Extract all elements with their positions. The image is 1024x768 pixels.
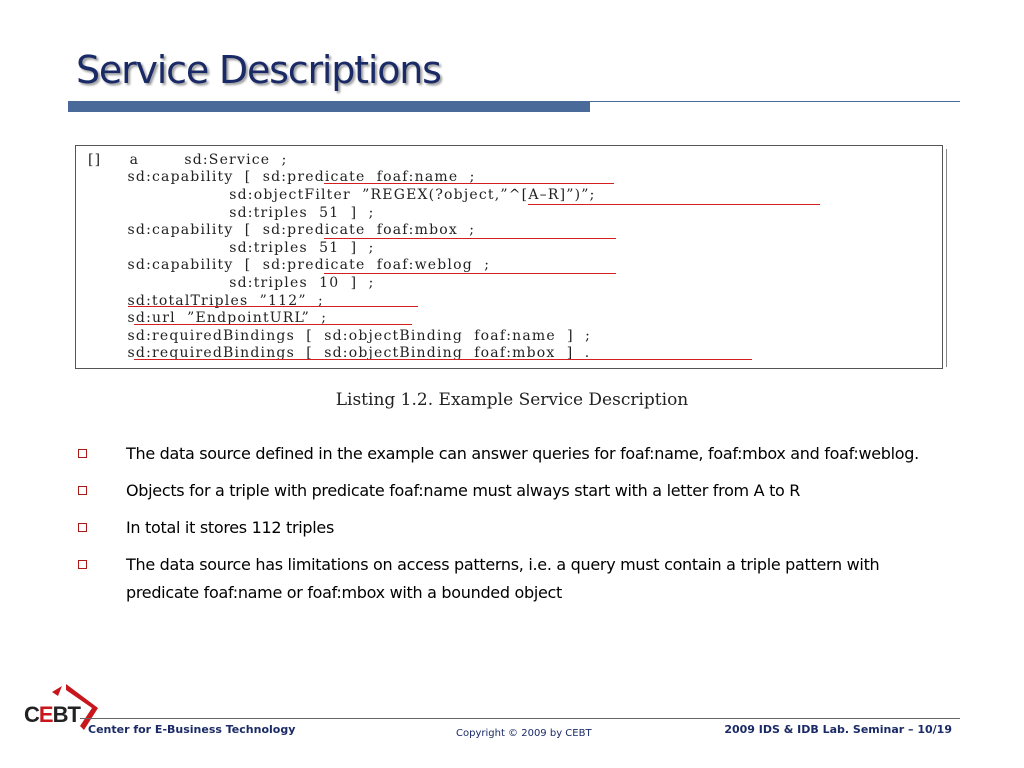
highlight-underline	[324, 238, 616, 239]
bullet-text: The data source has limitations on acces…	[126, 555, 880, 602]
bullet-list: The data source defined in the example c…	[76, 440, 956, 616]
bullet-item: Objects for a triple with predicate foaf…	[76, 477, 956, 505]
footer-organization: Center for E-Business Technology	[88, 723, 296, 736]
highlight-underline	[134, 359, 752, 360]
square-bullet-icon	[78, 523, 87, 532]
footer-page-number: 2009 IDS & IDB Lab. Seminar – 10/19	[724, 723, 952, 736]
listing-caption: Listing 1.2. Example Service Description	[0, 390, 1024, 410]
logo-letter-c: C	[24, 702, 40, 727]
logo-wordmark: CEBT	[24, 702, 81, 728]
code-listing: [] a sd:Service ; sd:capability [ sd:pre…	[75, 145, 947, 369]
code-line: sd:capability [ sd:predicate foaf:name ;	[88, 169, 476, 185]
code-line: sd:capability [ sd:predicate foaf:mbox ;	[88, 222, 476, 238]
title-rule-thin	[590, 101, 960, 102]
highlight-underline	[324, 273, 616, 274]
bullet-text: In total it stores 112 triples	[126, 518, 335, 537]
bullet-item: The data source has limitations on acces…	[76, 551, 956, 607]
square-bullet-icon	[78, 449, 87, 458]
highlight-underline	[134, 324, 412, 325]
code-line: sd:capability [ sd:predicate foaf:weblog…	[88, 257, 491, 273]
code-line: sd:objectFilter ”REGEX(?object,”^[A–R]”)…	[88, 187, 596, 203]
slide-title: Service Descriptions	[76, 48, 442, 92]
code-line: sd:totalTriples ”112” ;	[88, 293, 324, 309]
footer-copyright: Copyright © 2009 by CEBT	[456, 728, 592, 739]
title-rule-thick	[68, 101, 590, 112]
code-line: [] a sd:Service ;	[88, 152, 288, 168]
bullet-text: The data source defined in the example c…	[126, 444, 919, 463]
code-line: sd:triples 51 ] ;	[88, 205, 375, 221]
bullet-item: The data source defined in the example c…	[76, 440, 956, 468]
code-line: sd:requiredBindings [ sd:objectBinding f…	[88, 328, 592, 344]
caption-label: Listing 1.2.	[335, 390, 434, 410]
logo-letters-bt: BT	[52, 702, 81, 727]
code-line: sd:triples 51 ] ;	[88, 240, 375, 256]
footer-divider	[80, 718, 960, 719]
highlight-underline	[324, 183, 614, 184]
highlight-underline	[128, 306, 418, 307]
code-line: sd:url ”EndpointURL” ;	[88, 310, 328, 326]
square-bullet-icon	[78, 486, 87, 495]
logo-letter-e: E	[38, 702, 54, 727]
code-line: sd:requiredBindings [ sd:objectBinding f…	[88, 345, 591, 361]
square-bullet-icon	[78, 560, 87, 569]
bullet-text: Objects for a triple with predicate foaf…	[126, 481, 801, 500]
bullet-item: In total it stores 112 triples	[76, 514, 956, 542]
caption-text: Example Service Description	[438, 390, 689, 410]
highlight-underline	[528, 204, 820, 205]
code-line: sd:triples 10 ] ;	[88, 275, 375, 291]
